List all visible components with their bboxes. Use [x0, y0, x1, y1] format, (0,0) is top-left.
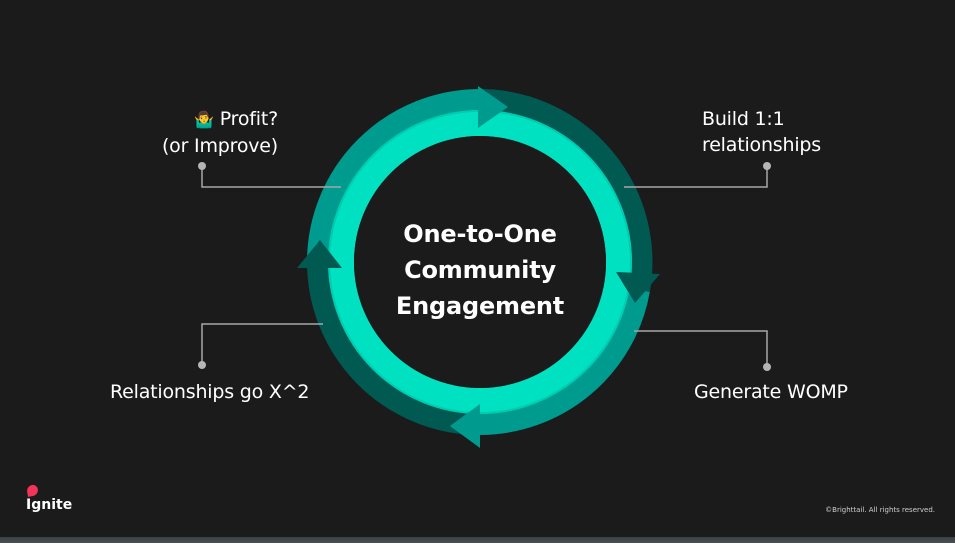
connector-dot-top-left — [198, 162, 206, 170]
label-bottom-right-line1: Generate WOMP — [694, 381, 848, 403]
connectors — [201, 167, 768, 366]
label-top-right-line2: relationships — [702, 134, 821, 156]
connector-dot-bottom-left — [198, 361, 206, 369]
center-title-line1: One-to-One — [403, 220, 557, 248]
arrow-right-icon — [616, 272, 660, 303]
label-top-right: Build 1:1 relationships — [702, 106, 821, 158]
label-top-left: 🤷‍♂️ Profit? (or Improve) — [158, 106, 278, 159]
label-top-left-line2: (or Improve) — [161, 135, 278, 157]
copyright-text: ©Brighttail. All rights reserved. — [825, 506, 935, 514]
label-top-right-line1: Build 1:1 — [702, 108, 785, 130]
connector-dot-top-right — [763, 162, 771, 170]
label-top-left-line1: Profit? — [219, 108, 278, 130]
center-title-line3: Engagement — [395, 292, 565, 320]
arrow-top-icon — [478, 86, 508, 128]
center-title: One-to-One Community Engagement — [360, 216, 600, 324]
label-bottom-left: Relationships go X^2 — [110, 379, 310, 405]
connector-dot-bottom-right — [763, 363, 771, 371]
label-bottom-right: Generate WOMP — [694, 379, 848, 405]
label-bottom-left-line1: Relationships go X^2 — [110, 381, 310, 403]
arrow-left-icon — [297, 240, 342, 268]
arrow-bottom-icon — [450, 404, 480, 448]
logo-text: Ignite — [26, 497, 73, 513]
outer-ring — [307, 89, 653, 435]
center-title-line2: Community — [404, 256, 556, 284]
bottom-bar — [0, 537, 955, 543]
shrug-emoji-icon: 🤷‍♂️ — [194, 110, 214, 129]
center-disc — [354, 136, 606, 388]
